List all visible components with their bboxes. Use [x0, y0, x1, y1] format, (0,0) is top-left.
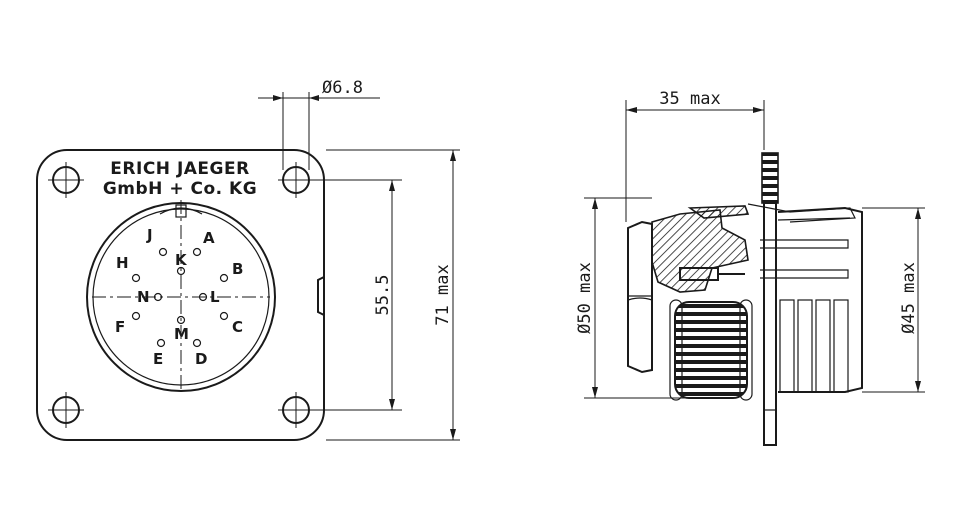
pin-d: D: [192, 338, 207, 368]
svg-text:K: K: [175, 251, 188, 269]
side-view: 35 max Ø50 max Ø45 max: [575, 89, 925, 446]
svg-text:E: E: [153, 350, 163, 368]
mounting-hole-bottom-left: [48, 392, 84, 428]
svg-text:J: J: [146, 226, 153, 244]
svg-text:D: D: [195, 350, 207, 368]
coupling-ring: [674, 301, 748, 399]
dim-flange-height: 71 max: [326, 149, 460, 441]
dim-rear-diameter: Ø45 max: [862, 207, 925, 393]
svg-text:71 max: 71 max: [433, 264, 453, 325]
svg-text:Ø45 max: Ø45 max: [899, 262, 919, 334]
pin-k: K: [175, 251, 188, 276]
svg-text:B: B: [232, 260, 243, 278]
svg-text:Ø50 max: Ø50 max: [575, 262, 595, 334]
svg-text:55.5: 55.5: [373, 275, 393, 316]
svg-text:N: N: [137, 288, 150, 306]
mounting-hole-bottom-right: [278, 392, 314, 428]
insert-contacts: [679, 267, 719, 281]
pin-n: N: [137, 288, 163, 306]
dim-hole-diameter: Ø6.8: [258, 78, 380, 170]
svg-text:M: M: [174, 325, 189, 343]
pin-m: M: [174, 315, 189, 343]
pin-a: A: [192, 229, 215, 257]
mounting-hole-top-left: [48, 162, 84, 198]
flange-notch: [317, 276, 325, 316]
dim-body-diameter: Ø50 max: [575, 197, 700, 399]
pin-h: H: [116, 254, 141, 283]
brand-line-1: ERICH JAEGER: [110, 159, 249, 179]
svg-text:Ø6.8: Ø6.8: [322, 78, 363, 98]
front-body: [627, 220, 653, 374]
brand-line-2: GmbH + Co. KG: [103, 179, 257, 199]
front-view: ERICH JAEGER GmbH + Co. KG A B C D E F H…: [36, 78, 460, 441]
svg-text:L: L: [210, 288, 220, 306]
dim-depth: 35 max: [625, 89, 765, 222]
panel-plate: [761, 152, 779, 204]
svg-text:A: A: [203, 229, 215, 247]
pin-j: J: [146, 226, 168, 257]
pin-b: B: [219, 260, 243, 283]
pin-l: L: [198, 288, 220, 306]
svg-text:35 max: 35 max: [659, 89, 720, 109]
svg-text:H: H: [116, 254, 129, 272]
pin-f: F: [115, 311, 141, 336]
flange-outline: [36, 149, 325, 441]
pin-e: E: [153, 338, 166, 368]
svg-text:F: F: [115, 318, 125, 336]
svg-text:C: C: [232, 318, 243, 336]
pin-c: C: [219, 311, 243, 336]
mounting-hole-top-right: [278, 162, 314, 198]
dim-hole-spacing: 55.5: [312, 179, 402, 411]
